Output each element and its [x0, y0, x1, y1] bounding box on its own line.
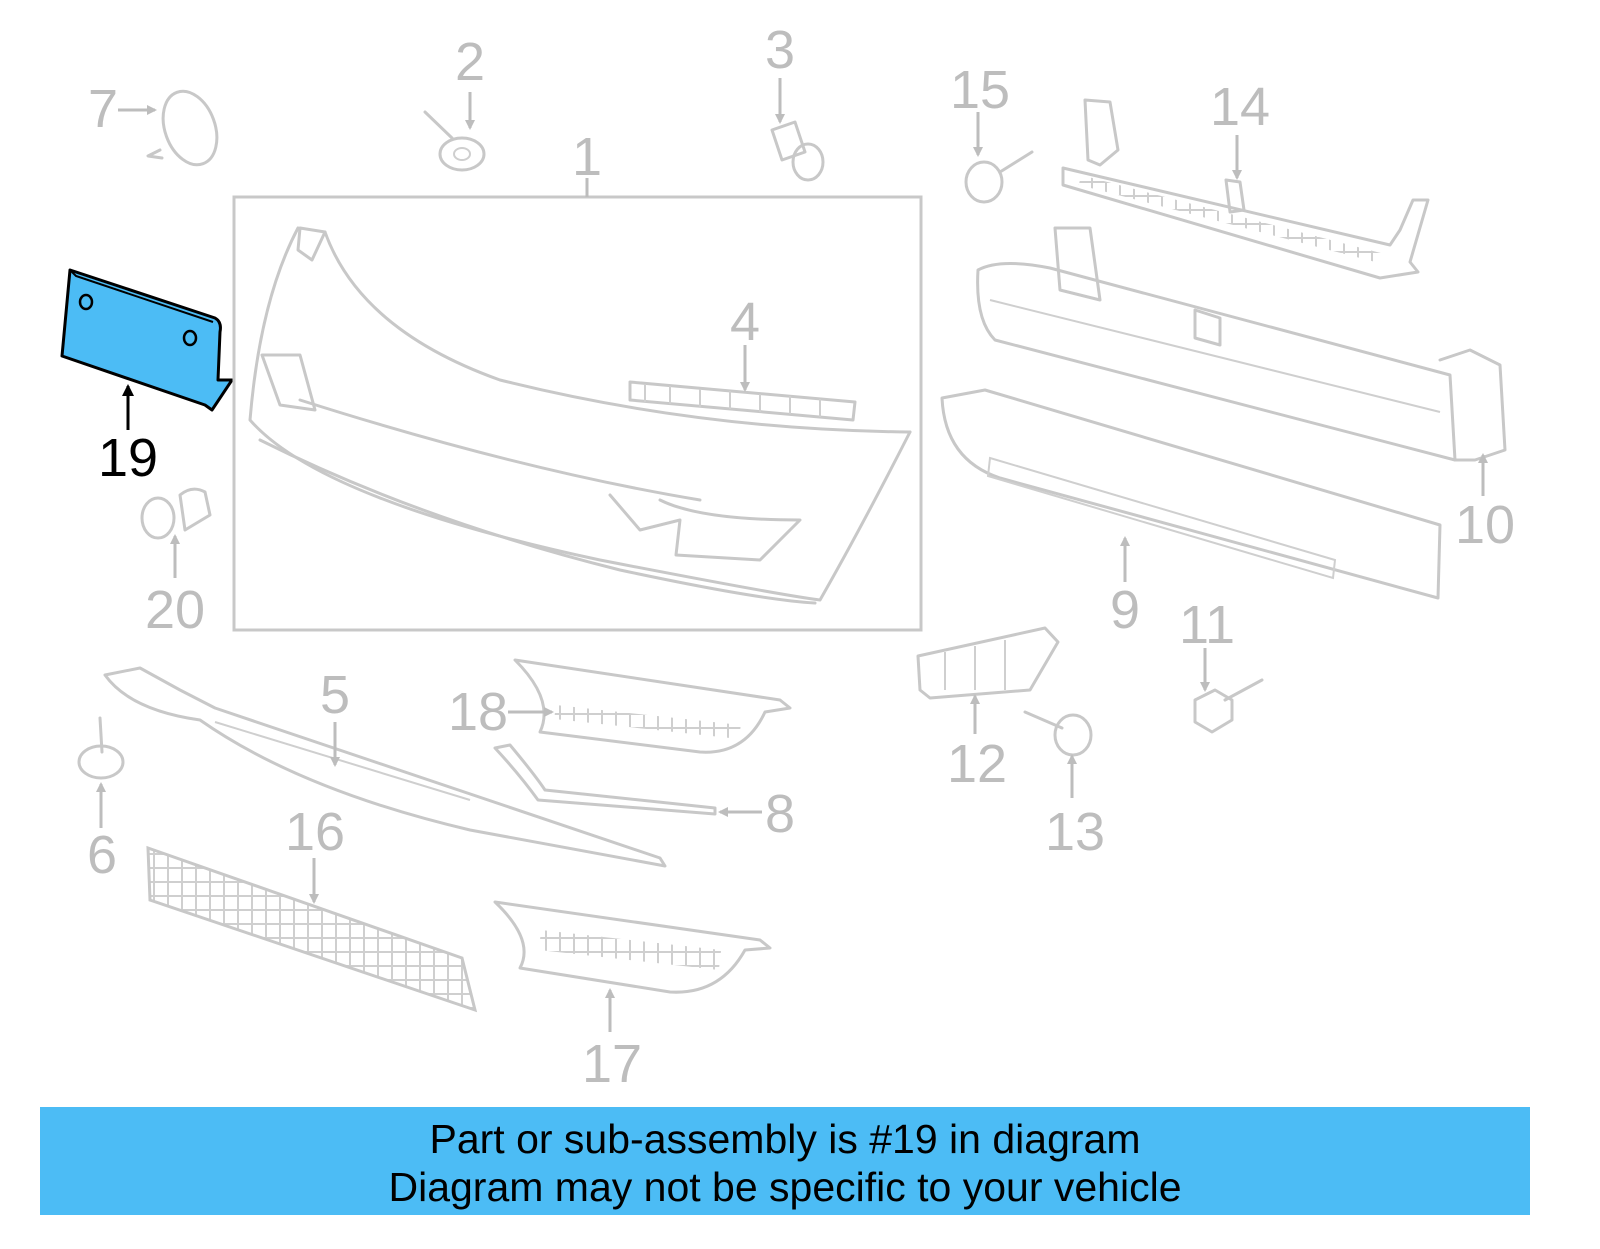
part-5-valance [103, 666, 667, 868]
part-6-bolt [77, 716, 125, 780]
callout-6: 6 [87, 825, 117, 885]
part-12-bracket [916, 626, 1060, 700]
callout-13: 13 [1045, 802, 1105, 862]
callout-3: 3 [765, 20, 795, 80]
part-7-cap [146, 89, 219, 167]
banner-line-1: Part or sub-assembly is #19 in diagram [429, 1116, 1141, 1162]
part-1-box [232, 195, 923, 632]
callout-9: 9 [1110, 580, 1140, 640]
callout-8: 8 [765, 784, 795, 844]
callout-5: 5 [320, 665, 350, 725]
info-banner: Part or sub-assembly is #19 in diagram D… [40, 1107, 1530, 1215]
callout-4: 4 [730, 292, 760, 352]
part-14-upper-bracket [1061, 98, 1430, 280]
part-20-push-clip [140, 487, 212, 540]
part-4-grille-strip [628, 380, 857, 422]
callout-18: 18 [448, 682, 508, 742]
part-1-bumper-cover [248, 226, 912, 605]
part-11-bolt [1193, 678, 1264, 734]
part-19-license-bracket[interactable] [60, 268, 234, 412]
part-10-reinforcement [976, 226, 1507, 462]
part-9-absorber [940, 388, 1442, 600]
part-2-bolt [423, 110, 486, 172]
callout-11: 11 [1179, 595, 1235, 655]
callout-1: 1 [572, 127, 602, 187]
part-13-bolt [1023, 710, 1093, 757]
callout-17: 17 [582, 1034, 642, 1094]
callout-15: 15 [950, 60, 1010, 120]
part-17-fog-grille [493, 900, 772, 994]
callout-2: 2 [455, 32, 485, 92]
banner-line-2: Diagram may not be specific to your vehi… [388, 1164, 1182, 1210]
callout-12: 12 [947, 734, 1007, 794]
part-16-lower-grille [146, 845, 478, 1013]
part-15-bolt [964, 150, 1034, 204]
callout-10: 10 [1455, 495, 1515, 555]
callout-16: 16 [285, 802, 345, 862]
callout-20: 20 [145, 580, 205, 640]
part-18-fog-grille [513, 658, 792, 754]
callout-7: 7 [88, 79, 118, 139]
callout-14: 14 [1210, 77, 1270, 137]
part-3-clip [770, 120, 825, 182]
callout-19: 19 [98, 428, 158, 488]
part-8-trim [493, 743, 717, 816]
